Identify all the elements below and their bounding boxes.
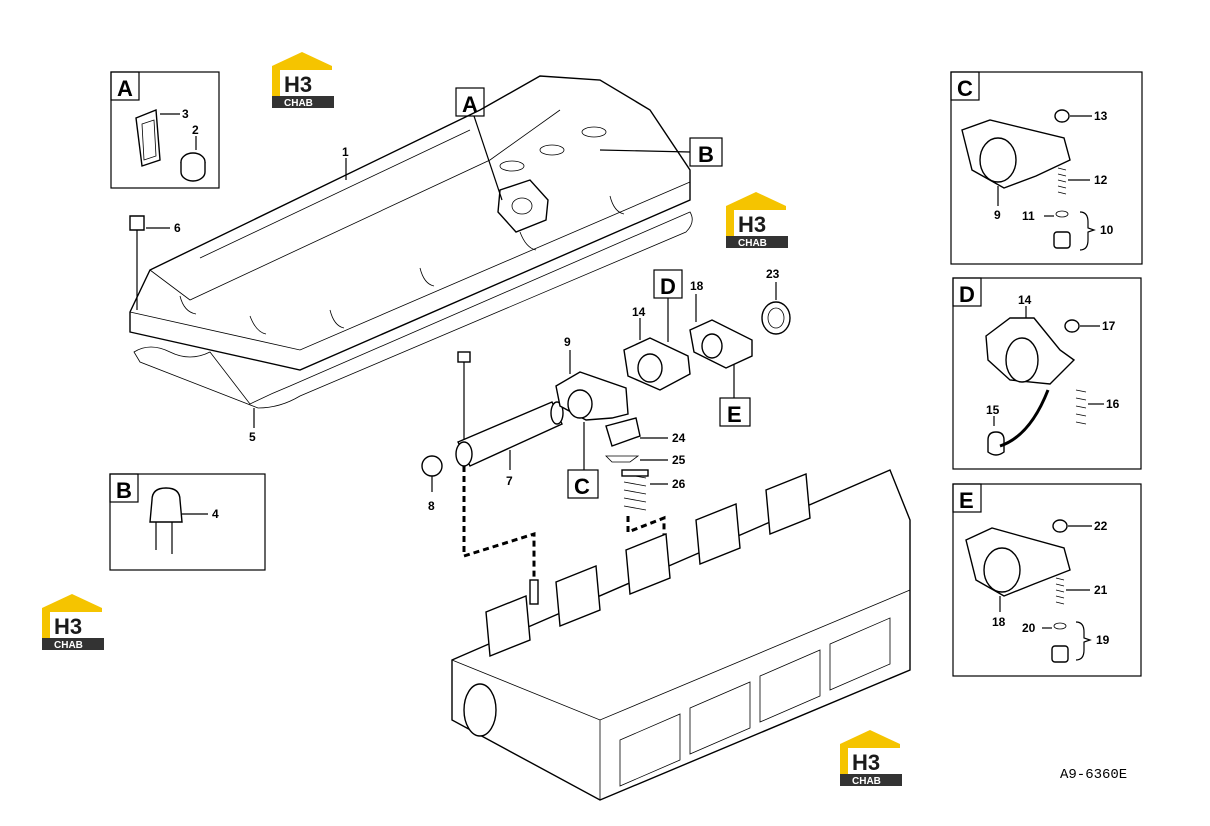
svg-text:B: B [116, 478, 132, 503]
drawing-code: A9-6360E [1060, 767, 1127, 783]
valve-bridge-24: 24 [605, 417, 686, 447]
plug-8 [421, 455, 443, 477]
svg-text:H3: H3 [54, 614, 82, 639]
svg-text:20: 20 [1022, 621, 1036, 635]
svg-text:A: A [117, 76, 133, 101]
callout-b-letter: B [698, 142, 714, 167]
svg-text:16: 16 [1106, 397, 1120, 411]
watermark-logo-1: H3 CHAB [272, 52, 334, 109]
label-part-1: 1 [342, 145, 349, 159]
svg-text:4: 4 [212, 507, 219, 521]
svg-text:26: 26 [672, 477, 686, 491]
watermark-logo-3: H3 CHAB [42, 594, 104, 651]
valve-spring-26: 26 [621, 469, 686, 511]
callout-d-letter: D [660, 274, 676, 299]
svg-text:14: 14 [632, 305, 646, 319]
detail-box-e: E 22 21 20 19 18 [952, 483, 1142, 677]
detail-box-b: B 4 [109, 473, 266, 571]
svg-text:18: 18 [992, 615, 1006, 629]
svg-text:2: 2 [192, 123, 199, 137]
svg-text:12: 12 [1094, 173, 1108, 187]
svg-text:6: 6 [174, 221, 181, 235]
svg-text:9: 9 [994, 208, 1001, 222]
svg-text:C: C [957, 76, 973, 101]
svg-text:H3: H3 [852, 750, 880, 775]
callout-e-box [719, 397, 751, 427]
bolt-6: 6 [129, 215, 181, 310]
watermark-logo-2: H3 CHAB [726, 192, 788, 249]
svg-text:3: 3 [182, 107, 189, 121]
svg-text:H3: H3 [284, 72, 312, 97]
svg-text:22: 22 [1094, 519, 1108, 533]
svg-text:CHAB: CHAB [54, 640, 83, 651]
svg-text:23: 23 [766, 267, 780, 281]
svg-text:9: 9 [564, 335, 571, 349]
svg-text:CHAB: CHAB [284, 98, 313, 109]
washer-25: 25 [605, 453, 686, 467]
svg-text:25: 25 [672, 453, 686, 467]
rocker-shaft: 7 [455, 351, 564, 488]
svg-text:17: 17 [1102, 319, 1116, 333]
ring-23: 23 [761, 267, 791, 335]
svg-text:D: D [959, 282, 975, 307]
callout-a-letter: A [462, 92, 478, 117]
detail-box-a: A 3 2 [110, 71, 220, 189]
rocker-arm-9: 9 [555, 335, 629, 421]
svg-text:10: 10 [1100, 223, 1114, 237]
callout-c-box [567, 469, 599, 499]
rocker-arm-14: 14 [623, 305, 691, 391]
callout-e-letter: E [727, 402, 742, 427]
svg-text:E: E [959, 488, 974, 513]
svg-text:H3: H3 [738, 212, 766, 237]
svg-text:7: 7 [506, 474, 513, 488]
svg-text:CHAB: CHAB [852, 776, 881, 787]
detail-box-d: D 14 17 16 15 [952, 277, 1142, 470]
cylinder-head [451, 469, 911, 801]
svg-text:14: 14 [1018, 293, 1032, 307]
svg-text:21: 21 [1094, 583, 1108, 597]
rocker-arm-18: 18 [689, 279, 753, 369]
detail-box-c: C 13 12 11 10 9 [950, 71, 1143, 265]
svg-text:11: 11 [1022, 209, 1035, 223]
watermark-logo-4: H3 CHAB [840, 730, 902, 787]
label-part-8: 8 [428, 499, 435, 513]
callout-c-letter: C [574, 474, 590, 499]
svg-text:18: 18 [690, 279, 704, 293]
svg-text:15: 15 [986, 403, 1000, 417]
callout-a-box [455, 87, 485, 117]
valve-cover [129, 75, 691, 371]
svg-text:19: 19 [1096, 633, 1110, 647]
svg-text:CHAB: CHAB [738, 238, 767, 249]
cover-gasket [133, 211, 693, 409]
label-part-5: 5 [249, 430, 256, 444]
svg-text:24: 24 [672, 431, 686, 445]
svg-text:13: 13 [1094, 109, 1108, 123]
